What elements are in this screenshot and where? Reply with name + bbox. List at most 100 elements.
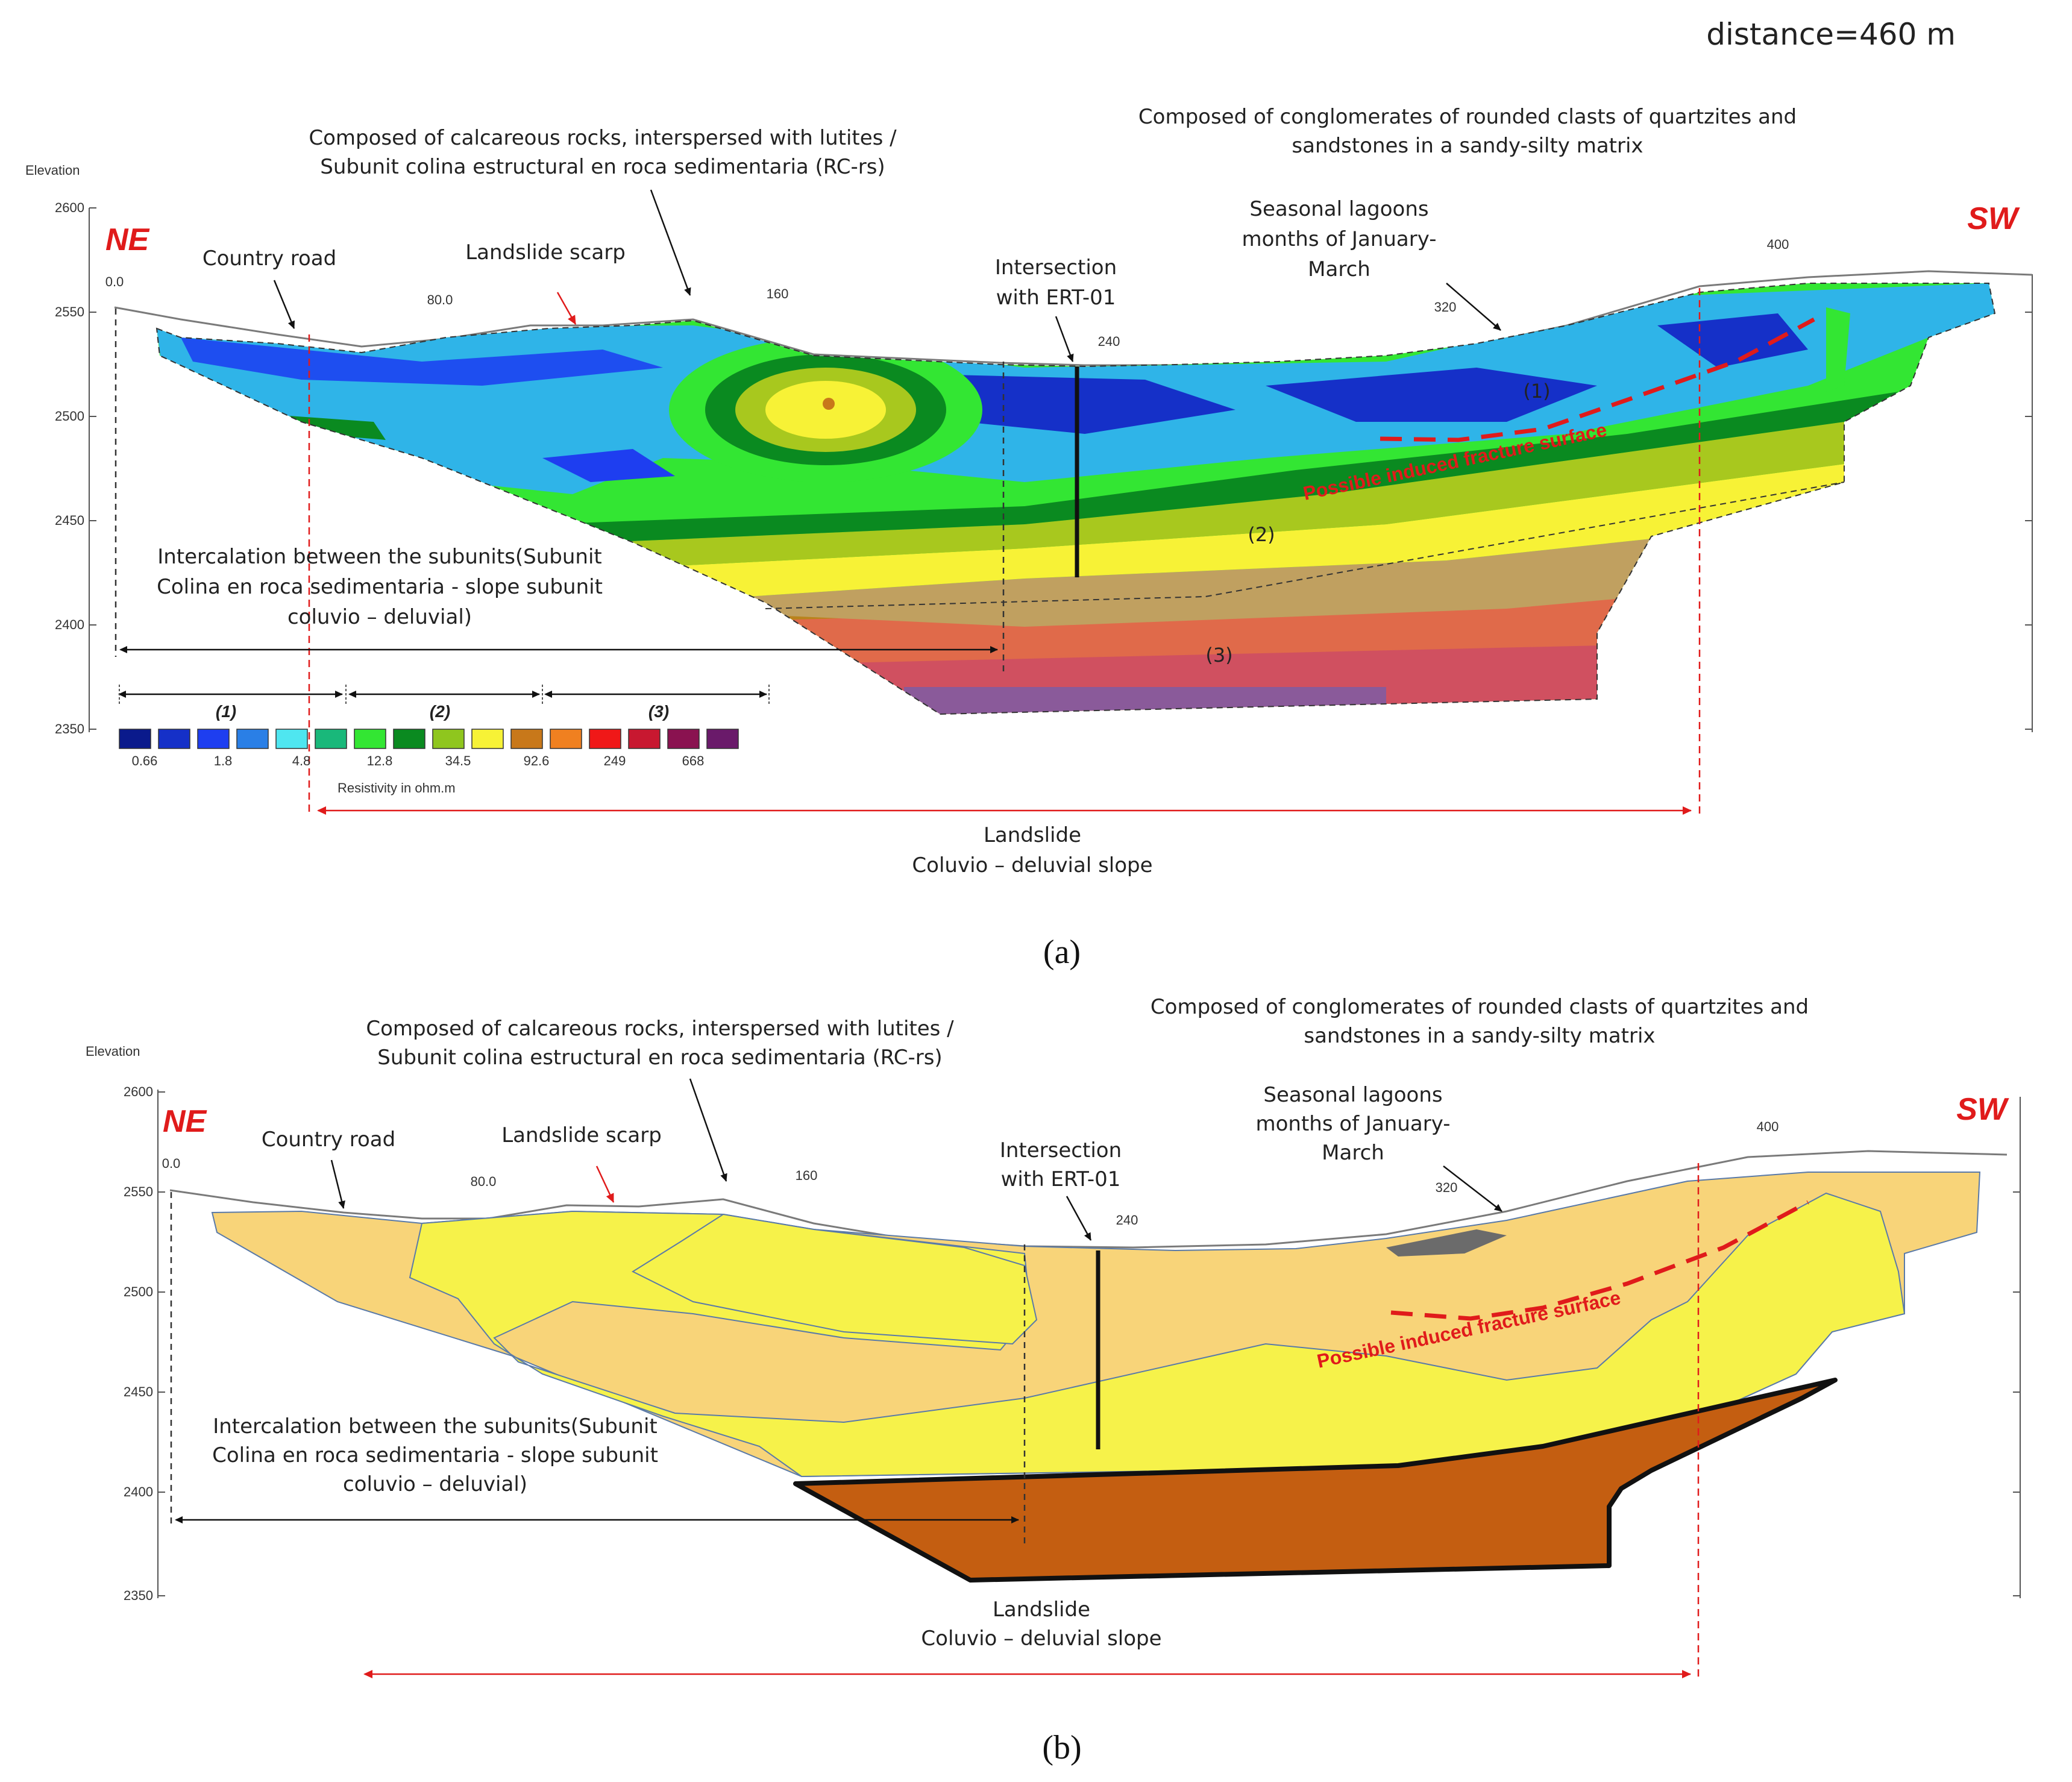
intersection-label-line2: with ERT-01 bbox=[996, 286, 1116, 310]
intercalation-text-line3: coluvio – deluvial) bbox=[343, 1472, 527, 1496]
lagoons-text-line1: Seasonal lagoons bbox=[1249, 197, 1428, 221]
legend-swatch bbox=[432, 729, 465, 749]
y-tick-label: 2550 bbox=[55, 304, 84, 319]
legend-swatch bbox=[236, 729, 269, 749]
legend-swatch bbox=[706, 729, 739, 749]
sw-label: SW bbox=[1956, 1092, 2009, 1127]
resistivity-legend bbox=[119, 729, 739, 749]
landslide-label-line1: Landslide bbox=[993, 1598, 1090, 1622]
right-ticks bbox=[2025, 312, 2032, 730]
legend-swatch bbox=[315, 729, 347, 749]
x-tick-label: 400 bbox=[1757, 1119, 1779, 1134]
x-tick-label: 320 bbox=[1436, 1180, 1458, 1195]
y-tick-label: 2600 bbox=[55, 200, 84, 215]
legend-title: Resistivity in ohm.m bbox=[337, 780, 456, 795]
intercalation-text-line3: coluvio – deluvial) bbox=[287, 605, 472, 629]
panel-a: Elevation 2600 2550 2500 2450 2400 2350 … bbox=[25, 105, 2033, 971]
country-road-arrow bbox=[330, 1159, 345, 1209]
panel-b: Elevation 2600 2550 2500 2450 2400 2350 … bbox=[86, 995, 2021, 1766]
landslide-scarp-arrow bbox=[556, 292, 577, 325]
conglomerates-text-line1: Composed of conglomerates of rounded cla… bbox=[1138, 105, 1797, 129]
caption-b: (b) bbox=[1042, 1729, 1081, 1766]
lagoons-text-line2: months of January- bbox=[1242, 227, 1436, 251]
elevation-label: Elevation bbox=[25, 163, 80, 178]
y-tick-label: 2450 bbox=[124, 1384, 153, 1399]
unit-label: (3) bbox=[1205, 644, 1232, 667]
section-outline bbox=[155, 283, 1996, 715]
range-label: (3) bbox=[648, 702, 669, 721]
intersection-label-line1: Intersection bbox=[1000, 1138, 1122, 1162]
upper-lens-polygon bbox=[631, 1213, 1038, 1345]
x-tick-label: 0.0 bbox=[105, 274, 124, 289]
calcareous-text-line2: Subunit colina estructural en roca sedim… bbox=[377, 1046, 942, 1070]
calcareous-text-line2: Subunit colina estructural en roca sedim… bbox=[320, 155, 885, 179]
country-road-arrow bbox=[273, 280, 295, 329]
intercalation-text-line1: Intercalation between the subunits(Subun… bbox=[213, 1414, 658, 1438]
landslide-scarp-label: Landslide scarp bbox=[501, 1123, 662, 1147]
caption-a: (a) bbox=[1043, 933, 1081, 971]
legend-value: 92.6 bbox=[524, 753, 550, 768]
lagoons-arrow bbox=[1443, 1166, 1502, 1212]
lagoon-deposit bbox=[1386, 1229, 1507, 1256]
unit-label: (1) bbox=[1523, 380, 1550, 403]
lagoons-text-line3: March bbox=[1308, 257, 1370, 281]
y-tick-label: 2400 bbox=[124, 1484, 153, 1499]
conglomerates-text-line2: sandstones in a sandy-silty matrix bbox=[1304, 1024, 1655, 1048]
topography-line bbox=[114, 270, 2033, 366]
lagoons-arrow bbox=[1446, 283, 1501, 331]
x-tick-label: 160 bbox=[796, 1168, 818, 1183]
landslide-scarp-label: Landslide scarp bbox=[465, 240, 626, 265]
conglomerates-text-line2: sandstones in a sandy-silty matrix bbox=[1292, 134, 1643, 158]
legend-swatch bbox=[393, 729, 425, 749]
landslide-label-line2: Coluvio – deluvial slope bbox=[912, 853, 1152, 877]
y-ticks: 2600 2550 2500 2450 2400 2350 bbox=[55, 200, 96, 736]
calcareous-text-line1: Composed of calcareous rocks, interspers… bbox=[366, 1017, 954, 1041]
lagoons-text-line1: Seasonal lagoons bbox=[1263, 1083, 1442, 1107]
landslide-scarp-arrow bbox=[595, 1166, 615, 1203]
intersection-label-line1: Intersection bbox=[995, 256, 1117, 280]
x-tick-label: 320 bbox=[1434, 300, 1457, 315]
conglomerates-text-line1: Composed of conglomerates of rounded cla… bbox=[1151, 995, 1809, 1019]
ne-label: NE bbox=[163, 1104, 207, 1139]
elevation-label: Elevation bbox=[86, 1044, 140, 1059]
legend-swatch bbox=[471, 729, 504, 749]
legend-value: 668 bbox=[682, 753, 705, 768]
y-tick-label: 2500 bbox=[55, 409, 84, 424]
unit-label: (2) bbox=[1248, 523, 1275, 546]
intersection-arrow bbox=[1066, 1196, 1092, 1241]
distance-label: distance=460 m bbox=[1706, 17, 1956, 52]
lagoons-text-line3: March bbox=[1322, 1141, 1384, 1165]
legend-swatch bbox=[354, 729, 386, 749]
x-tick-label: 0.0 bbox=[162, 1156, 181, 1171]
unit-3-boundary bbox=[765, 482, 1845, 609]
range-label: (1) bbox=[216, 702, 236, 721]
legend-swatch bbox=[628, 729, 661, 749]
fracture-surface-line bbox=[1380, 317, 1815, 442]
country-road-label: Country road bbox=[262, 1128, 395, 1152]
landslide-label-line2: Coluvio – deluvial slope bbox=[921, 1627, 1161, 1651]
x-tick-label: 160 bbox=[767, 286, 789, 301]
landslide-label-line1: Landslide bbox=[984, 823, 1081, 847]
legend-value: 4.8 bbox=[292, 753, 311, 768]
lagoons-text-line2: months of January- bbox=[1255, 1112, 1450, 1136]
x-tick-label: 80.0 bbox=[471, 1174, 497, 1189]
y-tick-label: 2450 bbox=[55, 513, 84, 528]
calcareous-text-line1: Composed of calcareous rocks, interspers… bbox=[309, 126, 897, 150]
x-tick-label: 240 bbox=[1116, 1213, 1138, 1228]
y-ticks: 2600 2550 2500 2450 2400 2350 bbox=[124, 1084, 165, 1603]
x-tick-label: 240 bbox=[1098, 334, 1120, 349]
ne-label: NE bbox=[105, 222, 150, 257]
y-tick-label: 2500 bbox=[124, 1284, 153, 1299]
x-tick-label: 80.0 bbox=[427, 292, 453, 307]
legend-swatch bbox=[275, 729, 308, 749]
sw-label: SW bbox=[1967, 201, 2020, 236]
bedrock-polygon bbox=[793, 1378, 1838, 1583]
legend-swatch bbox=[119, 729, 151, 749]
legend-swatch bbox=[589, 729, 621, 749]
legend-value: 12.8 bbox=[367, 753, 393, 768]
calcareous-arrow bbox=[650, 189, 691, 296]
legend-swatch bbox=[197, 729, 230, 749]
legend-value: 0.66 bbox=[132, 753, 158, 768]
